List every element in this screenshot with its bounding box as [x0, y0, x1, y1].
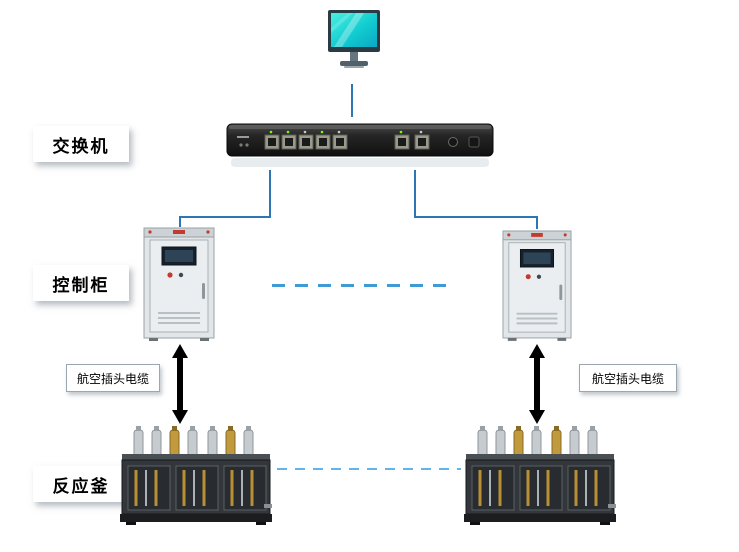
cable-label-left: 航空插头电缆: [76, 371, 149, 386]
cable-label-left-box: 航空插头电缆: [66, 364, 160, 392]
connector-switch-leftcabinet-v1: [269, 170, 271, 218]
double-arrow-right-icon: [527, 344, 547, 424]
cabinet-label-box: 控制柜: [33, 265, 129, 301]
reactor-left-icon: [120, 424, 272, 526]
switch-label-box: 交换机: [33, 126, 129, 162]
network-switch-icon: [225, 118, 495, 170]
switch-label: 交换机: [52, 136, 110, 157]
control-cabinet-left-icon: [143, 225, 215, 341]
connector-switch-leftcabinet-h: [179, 216, 271, 218]
cable-label-right-box: 航空插头电缆: [579, 364, 677, 392]
dashed-line-cabinets: [272, 284, 452, 287]
connector-switch-leftcabinet-v2: [179, 216, 181, 227]
reactor-right-icon: [464, 424, 616, 526]
reactor-label: 反应釜: [52, 476, 110, 497]
connector-switch-rightcabinet-v1: [414, 170, 416, 218]
reactor-label-box: 反应釜: [33, 466, 129, 502]
control-cabinet-right-icon: [502, 228, 572, 341]
double-arrow-left-icon: [170, 344, 190, 424]
dashed-line-reactors: [277, 468, 461, 470]
cable-label-right: 航空插头电缆: [591, 371, 664, 386]
connector-switch-rightcabinet-h: [414, 216, 538, 218]
connector-switch-rightcabinet-v2: [536, 216, 538, 229]
computer-monitor-icon: [322, 8, 386, 76]
cabinet-label: 控制柜: [52, 275, 110, 296]
connector-monitor-switch: [351, 84, 353, 117]
